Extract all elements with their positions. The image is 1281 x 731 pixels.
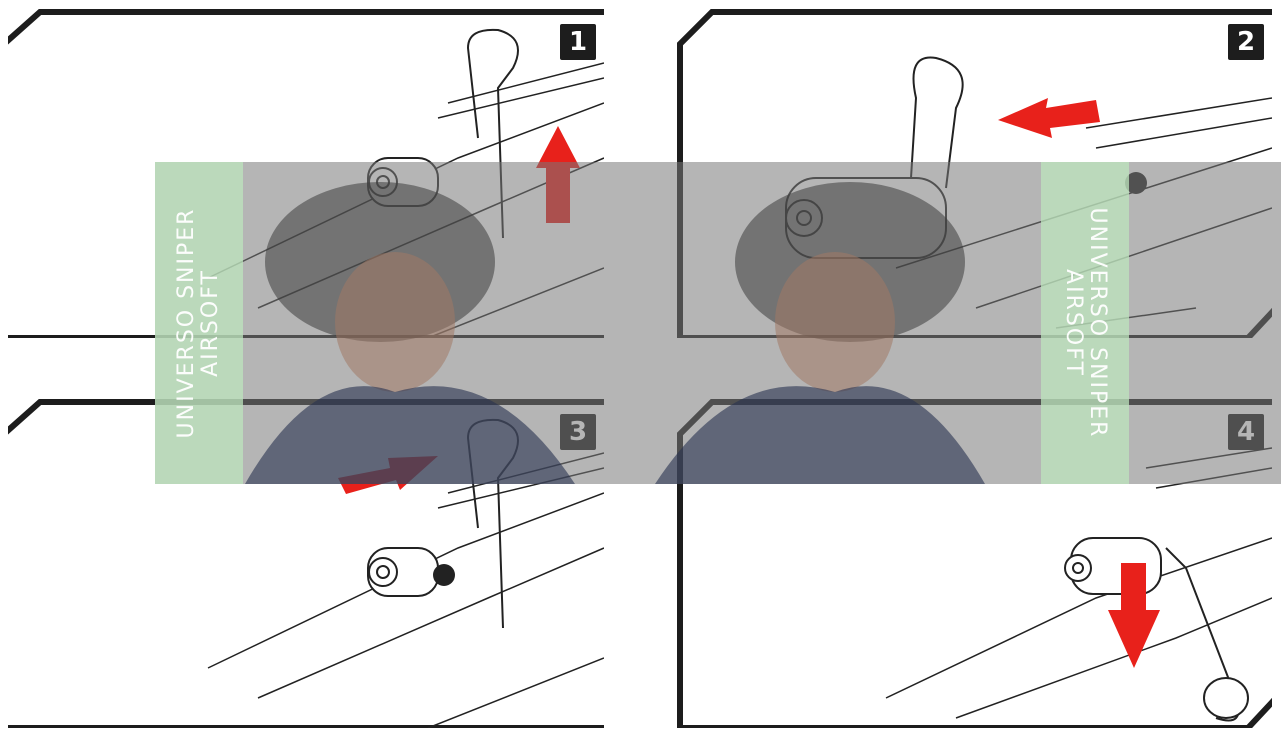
step-badge-1: 1 [560, 24, 596, 60]
bolt-illustration-2 [676, 8, 1272, 338]
step-panel-2: 2 [676, 8, 1272, 338]
step-panel-4: 4 [676, 398, 1272, 728]
step-panel-3: 3 [8, 398, 604, 728]
step-badge-3: 3 [560, 414, 596, 450]
step-panel-1: 1 [8, 8, 604, 338]
bolt-illustration-1 [8, 8, 604, 338]
bolt-illustration-4 [676, 398, 1272, 728]
step-badge-4: 4 [1228, 414, 1264, 450]
bolt-illustration-3 [8, 398, 604, 728]
step-badge-2: 2 [1228, 24, 1264, 60]
